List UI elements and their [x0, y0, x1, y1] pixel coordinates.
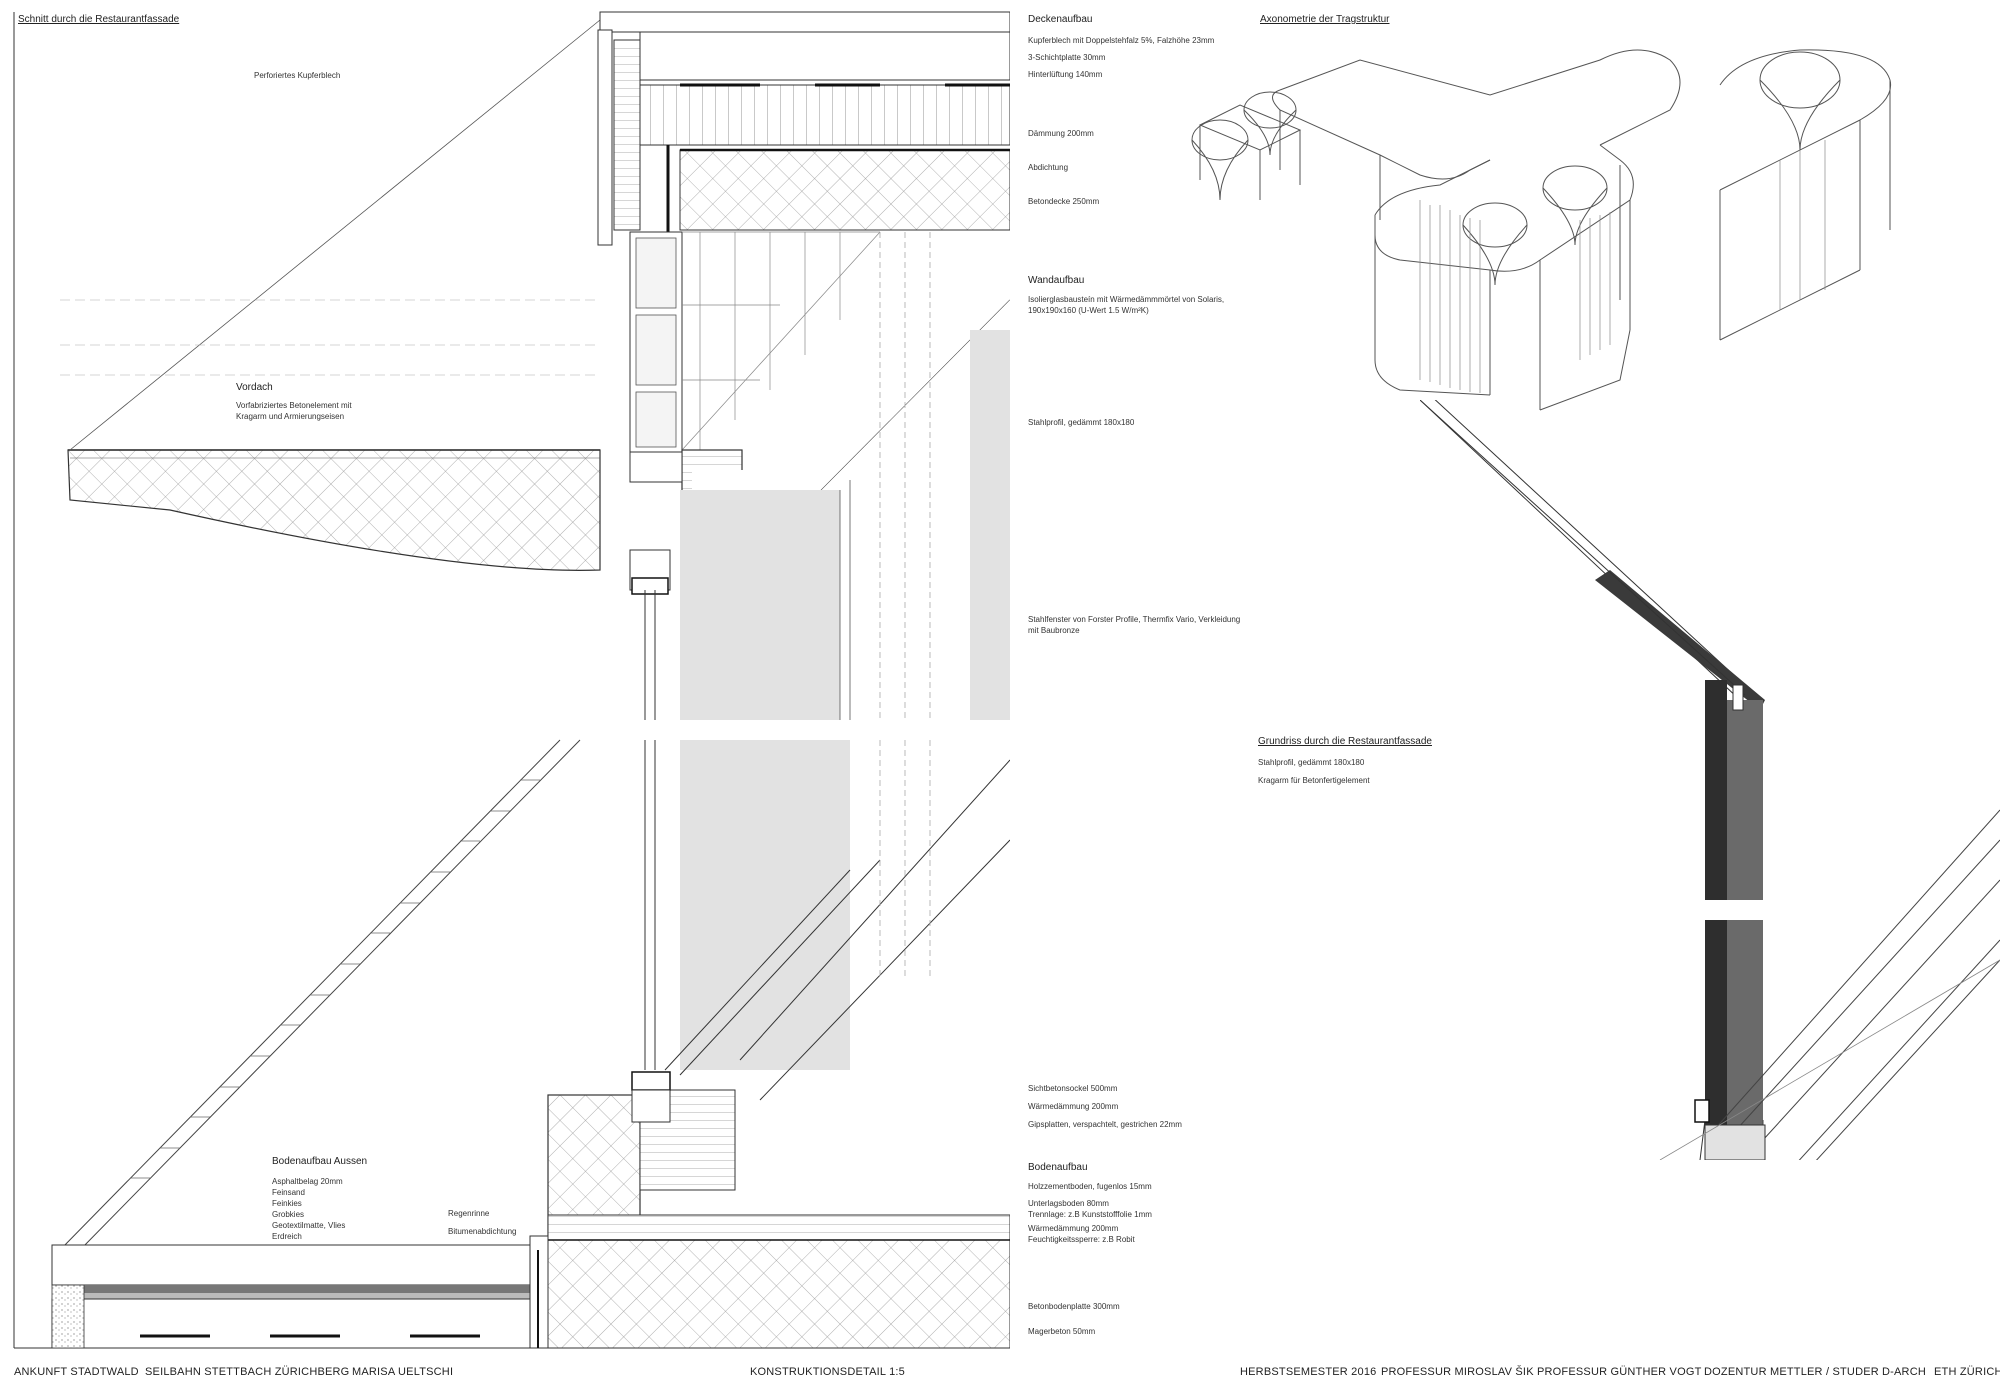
- canopy-text: Vorfabriziertes Betonelement mit Kragarm…: [236, 401, 352, 421]
- footer-subtitle: SEILBAHN STETTBACH ZÜRICHBERG: [145, 1366, 350, 1378]
- footer-professor-1: PROFESSUR MIROSLAV ŠIK: [1381, 1366, 1534, 1378]
- floor-title: Bodenaufbau: [1028, 1162, 1088, 1173]
- footer-lecturer: DOZENTUR METTLER / STUDER: [1704, 1366, 1879, 1378]
- wall-text: Isolierglasbausteín mit Wärmedämmmörtel …: [1028, 295, 1225, 315]
- exterior-floor-text: Asphaltbelag 20mm Feinsand Feinkies Grob…: [272, 1177, 346, 1241]
- axonometry-title: Axonometrie der Tragstruktur: [1260, 14, 1390, 25]
- wall-title: Wandaufbau: [1028, 275, 1085, 286]
- ceiling-layer-2: 3-Schichtplatte 30mm: [1028, 53, 1106, 62]
- ceiling-layer-3: Hinterlüftung 140mm: [1028, 70, 1103, 79]
- footer-semester: HERBSTSEMESTER 2016: [1240, 1366, 1377, 1378]
- floor-layer-2: Unterlagsboden 80mm Trennlage: z.B Kunst…: [1028, 1199, 1152, 1219]
- plan-title: Grundriss durch die Restaurantfassade: [1258, 736, 1432, 747]
- ceiling-title: Deckenaufbau: [1028, 14, 1093, 25]
- concrete-ceiling-label: Betondecke 250mm: [1028, 197, 1100, 206]
- floor-layer-1: Holzzementboden, fugenlos 15mm: [1028, 1182, 1152, 1191]
- window-label: Stahlfenster von Forster Profile, Thermf…: [1028, 615, 1241, 635]
- lean-concrete-label: Magerbeton 50mm: [1028, 1327, 1096, 1336]
- footer-project: ANKUNFT STADTWALD: [14, 1366, 139, 1378]
- gutter-label: Regenrinne: [448, 1209, 490, 1218]
- plan-steel-profile-label: Stahlprofil, gedämmt 180x180: [1258, 758, 1365, 767]
- plinth-label: Sichtbetonsockel 500mm: [1028, 1084, 1118, 1093]
- canopy-title: Vordach: [236, 382, 273, 393]
- footer-professor-2: PROFESSUR GÜNTHER VOGT: [1537, 1366, 1702, 1378]
- thermal-insulation-label: Wärmedämmung 200mm: [1028, 1102, 1119, 1111]
- section-drawing: [13, 11, 1010, 1349]
- steel-profile-label: Stahlprofil, gedämmt 180x180: [1028, 418, 1135, 427]
- perforated-copper-label: Perforiertes Kupferblech: [254, 71, 341, 80]
- base-slab-label: Betonbodenplatte 300mm: [1028, 1302, 1120, 1311]
- sealing-label: Abdichtung: [1028, 163, 1069, 172]
- exterior-floor-title: Bodenaufbau Aussen: [272, 1156, 368, 1167]
- section-title: Schnitt durch die Restaurantfassade: [18, 14, 180, 25]
- footer-author: MARISA UELTSCHI: [352, 1366, 454, 1378]
- plan-detail-drawing: [1420, 400, 2000, 1160]
- plasterboard-label: Gipsplatten, verspachtelt, gestrichen 22…: [1028, 1120, 1182, 1129]
- insulation-label: Dämmung 200mm: [1028, 129, 1094, 138]
- floor-layer-3: Wärmedämmung 200mm Feuchtigkeitssperre: …: [1028, 1224, 1135, 1244]
- axonometry-drawing: [1191, 49, 1892, 411]
- ceiling-layer-1: Kupferblech mit Doppelstehfalz 5%, Falzh…: [1028, 36, 1215, 45]
- footer-university: ETH ZÜRICH: [1934, 1366, 2000, 1378]
- bitumen-label: Bitumenabdichtung: [448, 1227, 517, 1236]
- footer-department: D-ARCH: [1882, 1366, 1926, 1378]
- footer-sheet-title: KONSTRUKTIONSDETAIL 1:5: [750, 1366, 905, 1378]
- plan-cantilever-label: Kragarm für Betonfertigelement: [1258, 776, 1370, 785]
